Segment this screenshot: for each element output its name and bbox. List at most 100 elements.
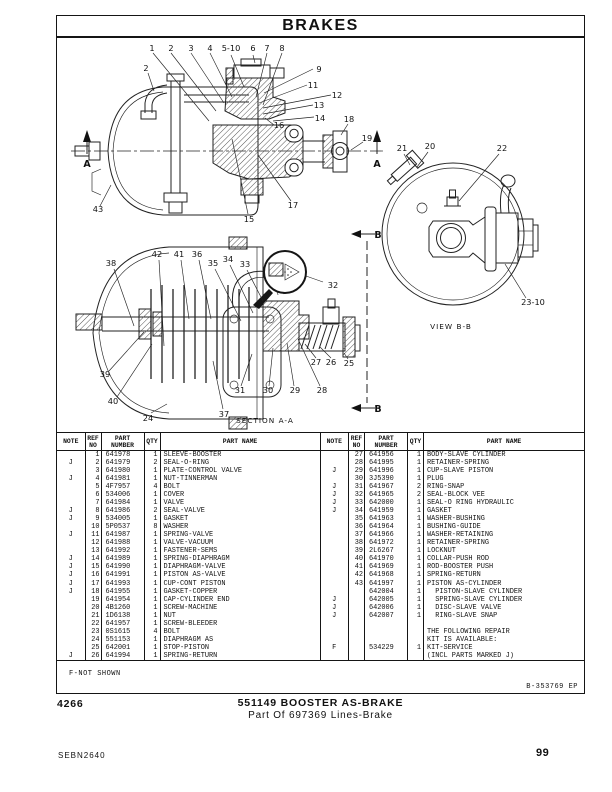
- table-row: J 17 641993 1 CUP-CONT PISTON: [57, 579, 320, 588]
- callout-label: 31: [235, 385, 245, 395]
- cell-qty: 1: [407, 531, 424, 540]
- cell-part-number: 641965: [364, 491, 408, 500]
- cell-part-name: DIAPHRAGM-VALVE: [159, 563, 320, 572]
- form-number: 4266: [57, 698, 84, 710]
- cell-qty: 1: [143, 563, 160, 572]
- callout-label: 2: [143, 63, 148, 73]
- callout-label: 17: [288, 200, 298, 210]
- cell-qty: 2: [407, 491, 424, 500]
- col-header-note: NOTE: [320, 433, 349, 451]
- cell-note: J: [68, 475, 73, 484]
- cell-note: [321, 475, 349, 483]
- cell-ref: [348, 635, 365, 644]
- callout-label: 26: [326, 357, 336, 367]
- cell-note: [57, 523, 85, 531]
- cell-note: J: [68, 563, 73, 572]
- callout-label: 9: [316, 64, 321, 74]
- cell-part-number: 641963: [364, 515, 408, 524]
- cell-part-name: RING-SNAP: [423, 483, 584, 492]
- cell-note: [321, 547, 349, 555]
- cell-part-name: BODY-SLAVE CYLINDER: [423, 450, 584, 460]
- cell-qty: 1: [407, 563, 424, 572]
- cell-part-number: 641993: [100, 579, 144, 588]
- cell-ref: 23: [84, 627, 101, 636]
- cell-part-name: BUSHING-GUIDE: [423, 523, 584, 532]
- cell-part-number: 534006: [100, 491, 144, 500]
- cell-part-name: CUP-SLAVE PISTON: [423, 467, 584, 476]
- cell-part-number: 641984: [100, 499, 144, 508]
- cell-part-number: 2L6267: [364, 547, 408, 556]
- cell-note: [321, 459, 349, 467]
- cell-ref: 19: [84, 595, 101, 604]
- cell-note: J: [332, 483, 337, 492]
- booster-side-view: A A: [71, 43, 383, 224]
- cell-ref: 13: [84, 547, 101, 556]
- cell-note: J: [68, 555, 73, 564]
- cell-note: [57, 596, 85, 604]
- page-border-box: BRAKES A A: [56, 15, 585, 694]
- table-row: 41 641969 1 ROD-BOOSTER PUSH: [321, 563, 584, 572]
- callout-label: 19: [362, 133, 372, 143]
- cell-part-name: BOLT: [159, 627, 320, 636]
- cell-ref: 7: [84, 499, 101, 508]
- cell-note: [321, 636, 349, 644]
- col-header-name: PART NAME: [423, 433, 584, 451]
- cell-ref: 32: [348, 491, 365, 500]
- cell-qty: 1: [143, 467, 160, 476]
- cell-note: [57, 612, 85, 620]
- cell-ref: 35: [348, 515, 365, 524]
- cell-note: [321, 515, 349, 523]
- cell-part-name: SPRING-SLAVE CYLINDER: [423, 595, 584, 604]
- cell-qty: 1: [407, 450, 424, 460]
- assembly-title: 551149 BOOSTER AS-BRAKE: [237, 697, 404, 709]
- table-row: 642004 1 PISTON-SLAVE CYLINDER: [321, 587, 584, 596]
- cell-ref: 31: [348, 483, 365, 492]
- cell-note: [57, 628, 85, 636]
- cell-part-name: [423, 619, 584, 628]
- table-row: J 31 641967 2 RING-SNAP: [321, 483, 584, 492]
- title-band: BRAKES: [57, 16, 584, 38]
- callout-label: 4: [207, 43, 212, 53]
- table-row: 38 641972 1 RETAINER-SPRING: [321, 539, 584, 548]
- cell-ref: 25: [84, 643, 101, 652]
- cell-ref: 43: [348, 579, 365, 588]
- page-title: BRAKES: [282, 17, 359, 34]
- cell-qty: 1: [407, 467, 424, 476]
- cell-ref: 26: [84, 651, 101, 660]
- cell-note: J: [332, 611, 337, 620]
- callout-label: 6: [250, 43, 255, 53]
- table-row: J 16 641991 1 PISTON AS-VALVE: [57, 571, 320, 580]
- table-row: KIT IS AVAILABLE:: [321, 635, 584, 644]
- table-row: 12 641988 1 VALVE-VACUUM: [57, 539, 320, 548]
- cell-part-name: PLATE-CONTROL VALVE: [159, 467, 320, 476]
- cell-part-number: [364, 619, 408, 628]
- callout-label: 28: [317, 385, 327, 395]
- cell-qty: 1: [143, 475, 160, 484]
- cell-ref: 33: [348, 499, 365, 508]
- cell-part-name: THE FOLLOWING REPAIR: [423, 627, 584, 636]
- col-header-name: PART NAME: [159, 433, 320, 451]
- table-row: 30 3J5390 1 PLUG: [321, 475, 584, 484]
- cell-part-name: KIT IS AVAILABLE:: [423, 635, 584, 644]
- cell-part-number: 3J5390: [364, 475, 408, 484]
- cell-part-number: 641956: [364, 450, 408, 460]
- cell-note: [57, 451, 85, 460]
- table-row: J 18 641955 1 GASKET-COPPER: [57, 587, 320, 596]
- cell-part-number: 641996: [364, 467, 408, 476]
- section-caption: SECTION A-A: [236, 416, 294, 425]
- cell-part-name: SLEEVE-BOOSTER: [159, 450, 320, 460]
- cell-part-name: (INCL PARTS MARKED J): [423, 651, 584, 660]
- cell-ref: 8: [84, 507, 101, 516]
- table-row: (INCL PARTS MARKED J): [321, 651, 584, 660]
- table-row: 19 641954 1 CAP-CYLINDER END: [57, 595, 320, 604]
- table-row: J 29 641996 1 CUP-SLAVE PISTON: [321, 467, 584, 476]
- cell-ref: 36: [348, 523, 365, 532]
- table-row: 28 641995 1 RETAINER-SPRING: [321, 459, 584, 468]
- cell-qty: [407, 627, 424, 636]
- cell-ref: 40: [348, 555, 365, 564]
- cell-note: [57, 644, 85, 652]
- cell-ref: [348, 643, 365, 652]
- cell-part-name: RETAINER-SPRING: [423, 459, 584, 468]
- cell-part-name: FASTENER-SEMS: [159, 547, 320, 556]
- callout-label: 35: [208, 258, 218, 268]
